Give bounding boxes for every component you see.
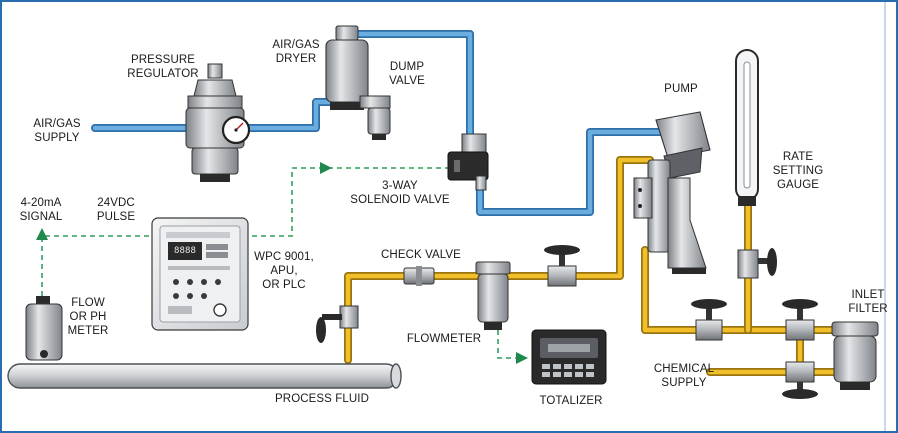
process-fluid-label: PROCESS FLUID bbox=[275, 393, 369, 405]
rate-setting-gauge bbox=[735, 49, 759, 206]
signal-label: 4-20mA SIGNAL bbox=[12, 196, 70, 224]
rate-setting-gauge-label: RATE SETTING GAUGE bbox=[768, 150, 828, 192]
air-lines bbox=[91, 30, 664, 216]
signal-label-line2: SIGNAL bbox=[19, 211, 63, 223]
arrow-right-totalizer-icon bbox=[516, 352, 528, 364]
pump bbox=[633, 111, 711, 274]
injection-valve bbox=[316, 305, 359, 343]
chemical-lines bbox=[344, 156, 844, 376]
ball-valve-gauge bbox=[737, 248, 777, 279]
dump-valve-label-line2: VALVE bbox=[389, 75, 425, 87]
inlet-filter-label-line2: FILTER bbox=[848, 303, 888, 315]
pressure-regulator-label-line1: PRESSURE bbox=[130, 54, 196, 66]
controller-display bbox=[168, 242, 202, 260]
solenoid-valve-label-line1: 3-WAY bbox=[382, 180, 418, 192]
air-gas-dryer-label-line1: AIR/GAS bbox=[272, 39, 320, 51]
flow-meter-label-line3: METER bbox=[67, 325, 109, 337]
rate-setting-gauge-label-line1: RATE bbox=[782, 151, 814, 163]
controller-display-text: 8888 bbox=[173, 246, 197, 256]
pump-label: PUMP bbox=[664, 83, 698, 95]
dump-valve-label-line1: DUMP bbox=[389, 61, 425, 73]
totalizer bbox=[531, 329, 607, 385]
pressure-regulator-label: PRESSURE REGULATOR bbox=[118, 53, 208, 81]
air-gas-dryer-label: AIR/GAS DRYER bbox=[265, 38, 327, 66]
signal-label-line1: 4-20mA bbox=[20, 197, 62, 209]
pulse-label: 24VDC PULSE bbox=[90, 196, 142, 224]
solenoid-valve-label: 3-WAY SOLENOID VALVE bbox=[344, 179, 456, 207]
check-valve-body bbox=[403, 266, 435, 286]
air-gas-supply-label-line1: AIR/GAS bbox=[33, 118, 81, 130]
ball-valve-flowmeter bbox=[544, 245, 580, 287]
flow-meter-label-line1: FLOW bbox=[71, 297, 105, 309]
process-pipe bbox=[7, 363, 402, 389]
check-valve-label: CHECK VALVE bbox=[381, 249, 461, 261]
chemical-supply-label: CHEMICAL SUPPLY bbox=[648, 362, 720, 390]
controller-label-line2: APU, bbox=[270, 265, 298, 277]
solenoid-valve-label-line2: SOLENOID VALVE bbox=[350, 194, 450, 206]
pressure-regulator bbox=[185, 63, 251, 182]
flow-ph-meter bbox=[25, 296, 63, 361]
inlet-filter-label-line1: INLET bbox=[851, 289, 885, 301]
controller-panel bbox=[151, 217, 249, 331]
air-gas-supply-label-line2: SUPPLY bbox=[34, 132, 80, 144]
controller-label: WPC 9001, APU, OR PLC bbox=[250, 250, 318, 292]
arrow-up-signal-icon bbox=[36, 228, 48, 240]
chemical-supply-label-line1: CHEMICAL bbox=[653, 363, 715, 375]
flowmeter-label: FLOWMETER bbox=[406, 333, 482, 345]
dump-valve-label: DUMP VALVE bbox=[382, 60, 432, 88]
pressure-regulator-label-line2: REGULATOR bbox=[127, 68, 199, 80]
flowmeter bbox=[475, 261, 511, 330]
rate-setting-gauge-label-line3: GAUGE bbox=[776, 179, 820, 191]
flow-meter-label: FLOW OR PH METER bbox=[64, 296, 112, 338]
controller-label-line3: OR PLC bbox=[262, 279, 306, 291]
pulse-label-line1: 24VDC bbox=[97, 197, 135, 209]
ball-valve-supply bbox=[782, 361, 818, 399]
solenoid-valve bbox=[447, 133, 489, 191]
flow-meter-label-line2: OR PH bbox=[69, 311, 107, 323]
signal-arrows bbox=[36, 162, 528, 364]
chemical-supply-label-line2: SUPPLY bbox=[661, 377, 707, 389]
controller-knob-icon bbox=[213, 303, 227, 317]
inlet-filter-label: INLET FILTER bbox=[842, 288, 894, 316]
inlet-filter bbox=[831, 321, 879, 390]
controller-label-line1: WPC 9001, bbox=[254, 251, 314, 263]
arrow-right-pulse-icon bbox=[320, 162, 332, 174]
rate-setting-gauge-label-line2: SETTING bbox=[772, 165, 824, 177]
air-gas-supply-label: AIR/GAS SUPPLY bbox=[28, 117, 86, 145]
ball-valve-suction bbox=[691, 299, 727, 341]
air-gas-dryer-label-line2: DRYER bbox=[275, 53, 317, 65]
totalizer-label: TOTALIZER bbox=[539, 395, 603, 407]
air-gas-dryer bbox=[325, 25, 369, 110]
valves bbox=[316, 245, 818, 399]
ball-valve-inlet bbox=[782, 299, 818, 341]
dump-valve bbox=[359, 95, 391, 140]
pulse-label-line2: PULSE bbox=[96, 211, 136, 223]
